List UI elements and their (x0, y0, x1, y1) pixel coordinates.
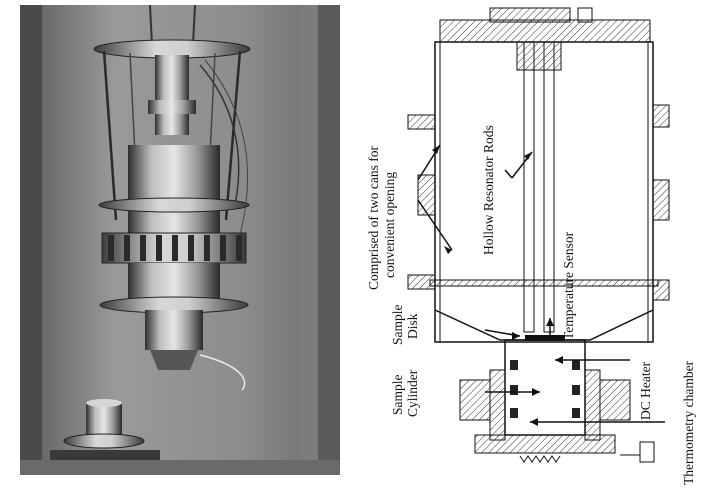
cross-section-diagram: Comprised of two cans for convenient ope… (340, 0, 701, 488)
sample-disk (525, 335, 565, 341)
arrow-rods-left (504, 169, 513, 179)
resonator-rod-left (523, 41, 535, 333)
bottom-chamber (145, 310, 203, 350)
upper-flange (98, 197, 250, 213)
label-sample-cylinder: Sample Cylinder (390, 369, 420, 417)
resonator-rod-right (543, 41, 555, 333)
label-dc-heater: DC Heater (638, 361, 653, 420)
small-sample-can (86, 403, 122, 437)
photo-frame-left (20, 5, 42, 475)
right-port-2 (652, 179, 670, 221)
left-port-1 (407, 114, 436, 130)
apparatus-photo (20, 4, 340, 475)
label-cans: Comprised of two cans for convenient ope… (366, 143, 397, 290)
small-can-base (63, 433, 145, 449)
right-port-1 (652, 104, 670, 128)
left-port-2 (417, 174, 436, 216)
lower-can (128, 263, 220, 303)
top-flange (439, 19, 651, 43)
label-sample-disk: Sample Disk (390, 301, 420, 345)
label-thermo-chamber: Thermometry chamber (681, 360, 696, 485)
upper-neck (155, 55, 189, 135)
arrow-cans-lower (417, 199, 453, 251)
photo-frame-right (318, 5, 340, 475)
upper-can (128, 145, 220, 245)
label-temp-sensor: Temperature Sensor (561, 231, 576, 340)
label-rods: Hollow Resonator Rods (481, 125, 496, 255)
coil (519, 455, 561, 463)
